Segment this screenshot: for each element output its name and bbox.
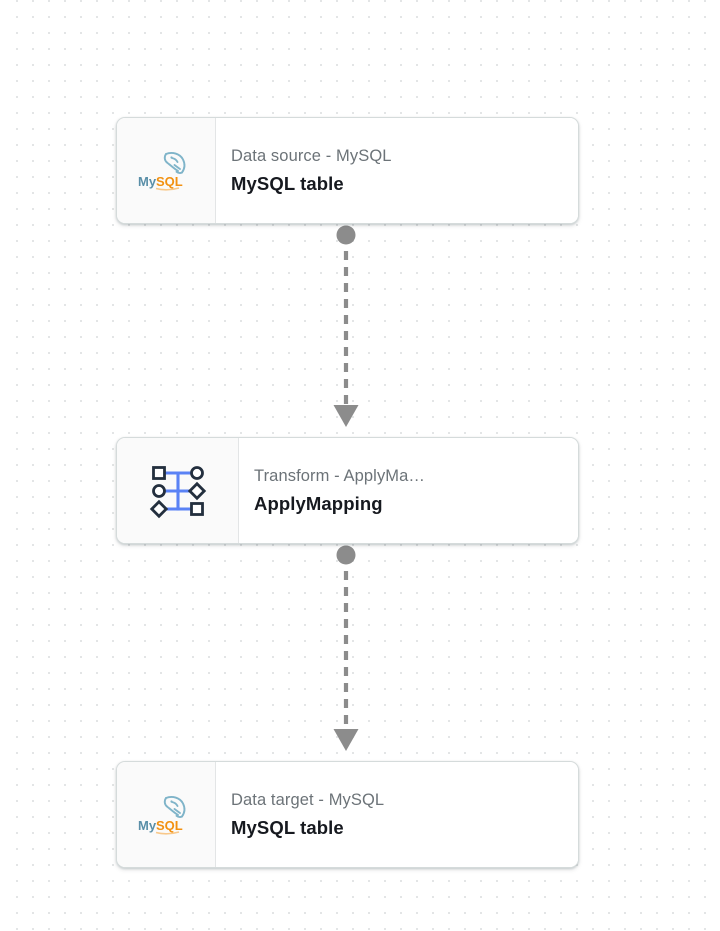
connector-transform-to-target[interactable] [325, 542, 367, 761]
node-text-body: Transform - ApplyMa… ApplyMapping [239, 438, 578, 543]
node-icon-pane: My SQL [117, 762, 216, 867]
apply-mapping-icon [149, 465, 206, 518]
connector-arrowhead [333, 729, 359, 751]
node-subtitle: Transform - ApplyMa… [254, 467, 426, 485]
canvas-left-gutter [0, 0, 7, 931]
node-title: MySQL table [231, 817, 344, 838]
node-icon-pane: My SQL [117, 118, 216, 223]
svg-text:My: My [138, 818, 157, 833]
node-subtitle: Data source - MySQL [231, 147, 392, 165]
node-transform-applymapping[interactable]: Transform - ApplyMa… ApplyMapping [116, 437, 579, 544]
node-title: MySQL table [231, 173, 344, 194]
node-title: ApplyMapping [254, 493, 383, 514]
node-data-target-mysql[interactable]: My SQL Data target - MySQL MySQL table [116, 761, 579, 868]
node-subtitle: Data target - MySQL [231, 791, 385, 809]
node-text-body: Data target - MySQL MySQL table [216, 762, 578, 867]
node-icon-pane [117, 438, 239, 543]
mysql-logo-icon: My SQL [138, 151, 186, 191]
node-text-body: Data source - MySQL MySQL table [216, 118, 578, 223]
svg-text:My: My [138, 174, 157, 189]
mysql-logo-icon: My SQL [138, 795, 186, 835]
node-data-source-mysql[interactable]: My SQL Data source - MySQL MySQL table [116, 117, 579, 224]
svg-text:SQL: SQL [156, 818, 183, 833]
connector-source-to-transform[interactable] [325, 222, 367, 437]
connector-arrowhead [333, 405, 359, 427]
svg-text:SQL: SQL [156, 174, 183, 189]
